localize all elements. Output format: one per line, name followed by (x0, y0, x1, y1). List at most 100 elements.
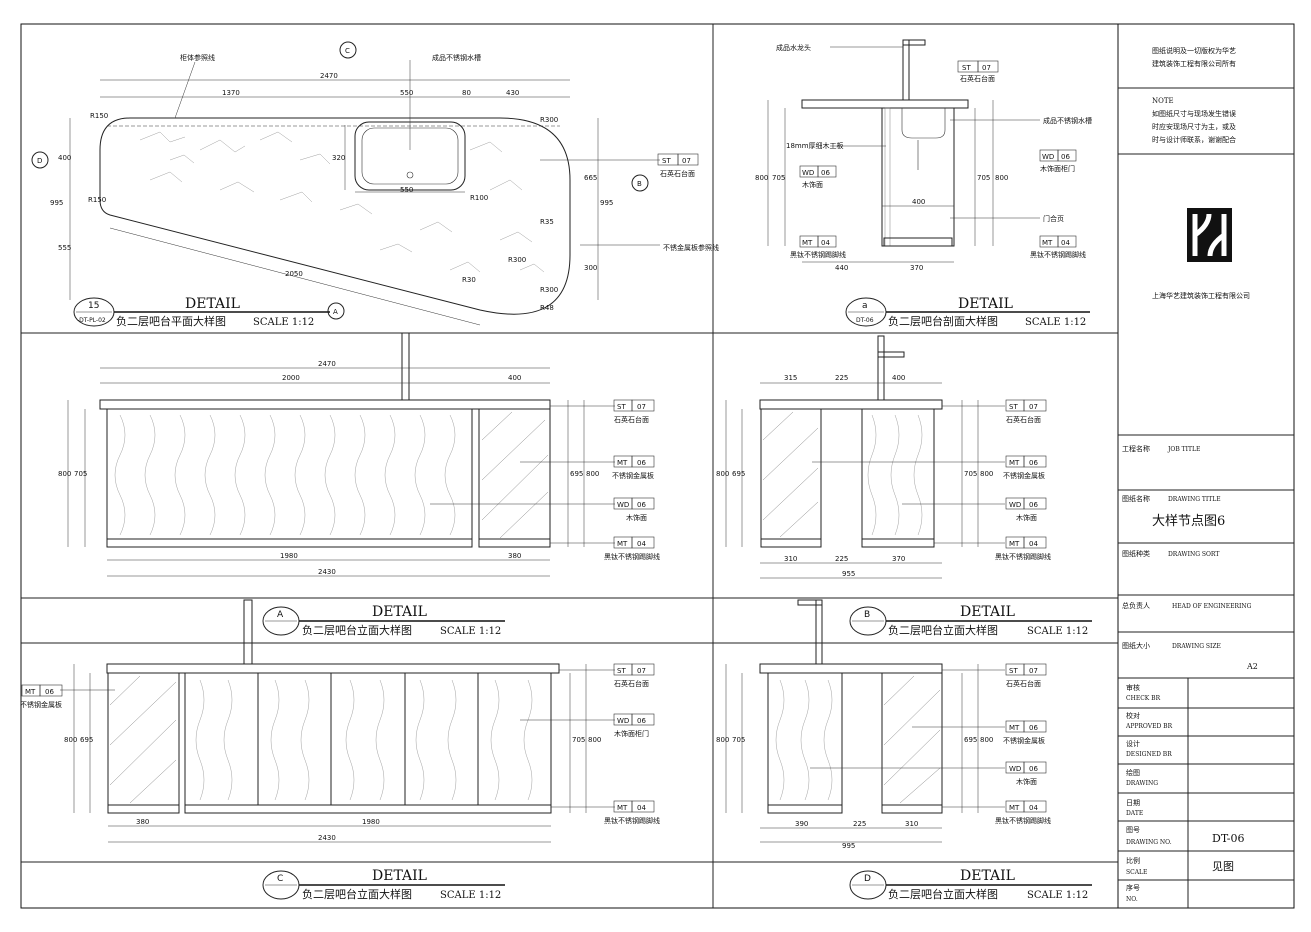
elevC-tags (613, 663, 655, 813)
elevation-b (725, 335, 1005, 579)
elevB-dim-h4: 800 (980, 470, 993, 478)
elevB-panel-left (760, 408, 822, 540)
elevD-dim-h2: 705 (732, 736, 745, 744)
elevC-tag2-no: 06 (637, 717, 646, 725)
elevC-subtitle: 负二层吧台立面大样图 (302, 887, 412, 901)
elevB-wood-grain (867, 414, 923, 536)
section-countertop (801, 99, 969, 109)
elevC-tag1-no: 07 (637, 667, 646, 675)
elevD-panel-left (767, 672, 843, 806)
elevB-faucet (877, 335, 885, 401)
elevD-plinth-left (767, 804, 843, 814)
elevB-subtitle: 负二层吧台立面大样图 (888, 623, 998, 637)
elevC-metal-panel (107, 672, 180, 806)
section-tag-wd2-no-box (1057, 149, 1077, 162)
plan-tag-st-no: 07 (682, 157, 691, 165)
elevC-metal-hatch (109, 675, 177, 804)
plan-sink-drain (406, 171, 414, 179)
plan-marker-a (327, 302, 345, 320)
section-tag-st-text: 石英石台面 (960, 74, 995, 83)
elevB-dim-h2: 695 (732, 470, 745, 478)
elevA-metal-hatch (481, 411, 549, 539)
elevC-letter: C (277, 874, 283, 884)
elevD-scale: SCALE 1:12 (1027, 890, 1088, 901)
elevC-plinth-right (184, 804, 552, 814)
elevC-title: DETAIL (372, 868, 427, 884)
plan-marker-d-text: D (37, 157, 42, 165)
elevB-dim-b2: 225 (835, 555, 848, 563)
elevA-tag3-text: 木饰面 (626, 513, 647, 522)
title-block (1118, 87, 1294, 908)
elevD-dim-b4: 995 (842, 842, 855, 850)
tb-check-cn: 审核 (1126, 683, 1140, 692)
tb-drawing-cn: 绘图 (1126, 768, 1140, 777)
section-faucet (902, 39, 910, 101)
plan-r3: R300 (540, 116, 558, 124)
elevA-dim-h2-text: 705 (74, 470, 87, 478)
tb-designed-cn: 设计 (1126, 739, 1140, 748)
tb-approved-cn: 校对 (1126, 711, 1140, 720)
elevC-left-tag-no-box (39, 684, 63, 697)
tb-size-en: DRAWING SIZE (1172, 643, 1221, 650)
tb-designed-en: DESIGNED BR (1126, 751, 1172, 758)
section-bubble-ref: DT-06 (856, 317, 874, 324)
elevC-wood-grain (195, 679, 533, 801)
tb-note-1: 如图纸尺寸与现场发生错误 (1152, 109, 1236, 118)
plan-label-sink: 成品不锈钢水槽 (432, 53, 481, 62)
elevA-dim-b2: 380 (508, 552, 521, 560)
tb-job-en: JOB TITLE (1167, 446, 1200, 453)
elevA-tag4-text: 黑钛不锈钢踢脚线 (604, 552, 660, 561)
section-tag-wd-no-box (817, 165, 837, 178)
elevD-tag4-text: 黑钛不锈钢踢脚线 (995, 816, 1051, 825)
plan-tag-st-no-box (677, 153, 699, 166)
tb-scale-value: 见图 (1212, 860, 1234, 873)
tb-job-cn: 工程名称 (1122, 444, 1150, 453)
tb-sort-cn: 图纸种类 (1122, 549, 1150, 558)
section-dim-g: 705 (977, 174, 990, 182)
elevB-dim-b1: 310 (784, 555, 797, 563)
plan-r6: R30 (462, 276, 476, 284)
elevC-tag1-code: ST (617, 667, 626, 675)
elevC-tag3-code: MT (617, 804, 628, 812)
section-tag-mt-no: 04 (821, 239, 830, 247)
plan-view (69, 60, 660, 326)
plan-tag-st: ST (662, 157, 671, 165)
elevB-dim-b4: 955 (842, 570, 855, 578)
section-tag-wd-no: 06 (821, 169, 830, 177)
elevB-countertop (759, 399, 943, 410)
elevD-tag3-no: 06 (1029, 765, 1038, 773)
plan-r10: R300 (540, 286, 558, 294)
plan-dim-b: 550 (400, 89, 413, 97)
section-tag-mt2-text: 黑钛不锈钢踢脚线 (1030, 250, 1086, 259)
elevA-tag1-code: ST (617, 403, 626, 411)
tb-note-title: NOTE (1152, 97, 1174, 105)
elevB-tag3-no: 06 (1029, 501, 1038, 509)
elevB-tag2-no: 06 (1029, 459, 1038, 467)
elevD-tag4-code: MT (1009, 804, 1020, 812)
elevB-tag1-code: ST (1009, 403, 1018, 411)
section-tag-mt-text: 黑钛不锈钢踢脚线 (790, 250, 846, 259)
plan-dim-c: 80 (462, 89, 471, 97)
elevC-faucet (243, 599, 253, 665)
plan-dim-d: 430 (506, 89, 519, 97)
elevC-tag3-text: 黑钛不锈钢踢脚线 (604, 816, 660, 825)
elevA-tags (613, 399, 655, 549)
plan-dim-l: 300 (584, 264, 597, 272)
plan-label-cabinet: 柜体参照线 (180, 53, 215, 62)
elevB-faucet-spout (877, 351, 905, 358)
elevB-metal-hatch (762, 411, 819, 538)
tb-seq-cn: 序号 (1126, 883, 1140, 892)
elevD-subtitle: 负二层吧台立面大样图 (888, 887, 998, 901)
tb-seq-en: NO. (1126, 896, 1138, 903)
section-faucet-spout (902, 39, 926, 46)
plan-marker-b-text: B (637, 180, 642, 188)
section-tag-mt2: MT (1042, 239, 1053, 247)
section-tag-mt-no-box (817, 235, 837, 248)
elevB-dim-t2: 225 (835, 374, 848, 382)
section-dim-f: 800 (995, 174, 1008, 182)
tb-scale-cn: 比例 (1126, 856, 1140, 865)
elevB-scale: SCALE 1:12 (1027, 626, 1088, 637)
plan-r2: R150 (88, 196, 106, 204)
section-tag-mt2-no-box (1057, 235, 1077, 248)
plan-marker-a-text: A (333, 308, 338, 316)
